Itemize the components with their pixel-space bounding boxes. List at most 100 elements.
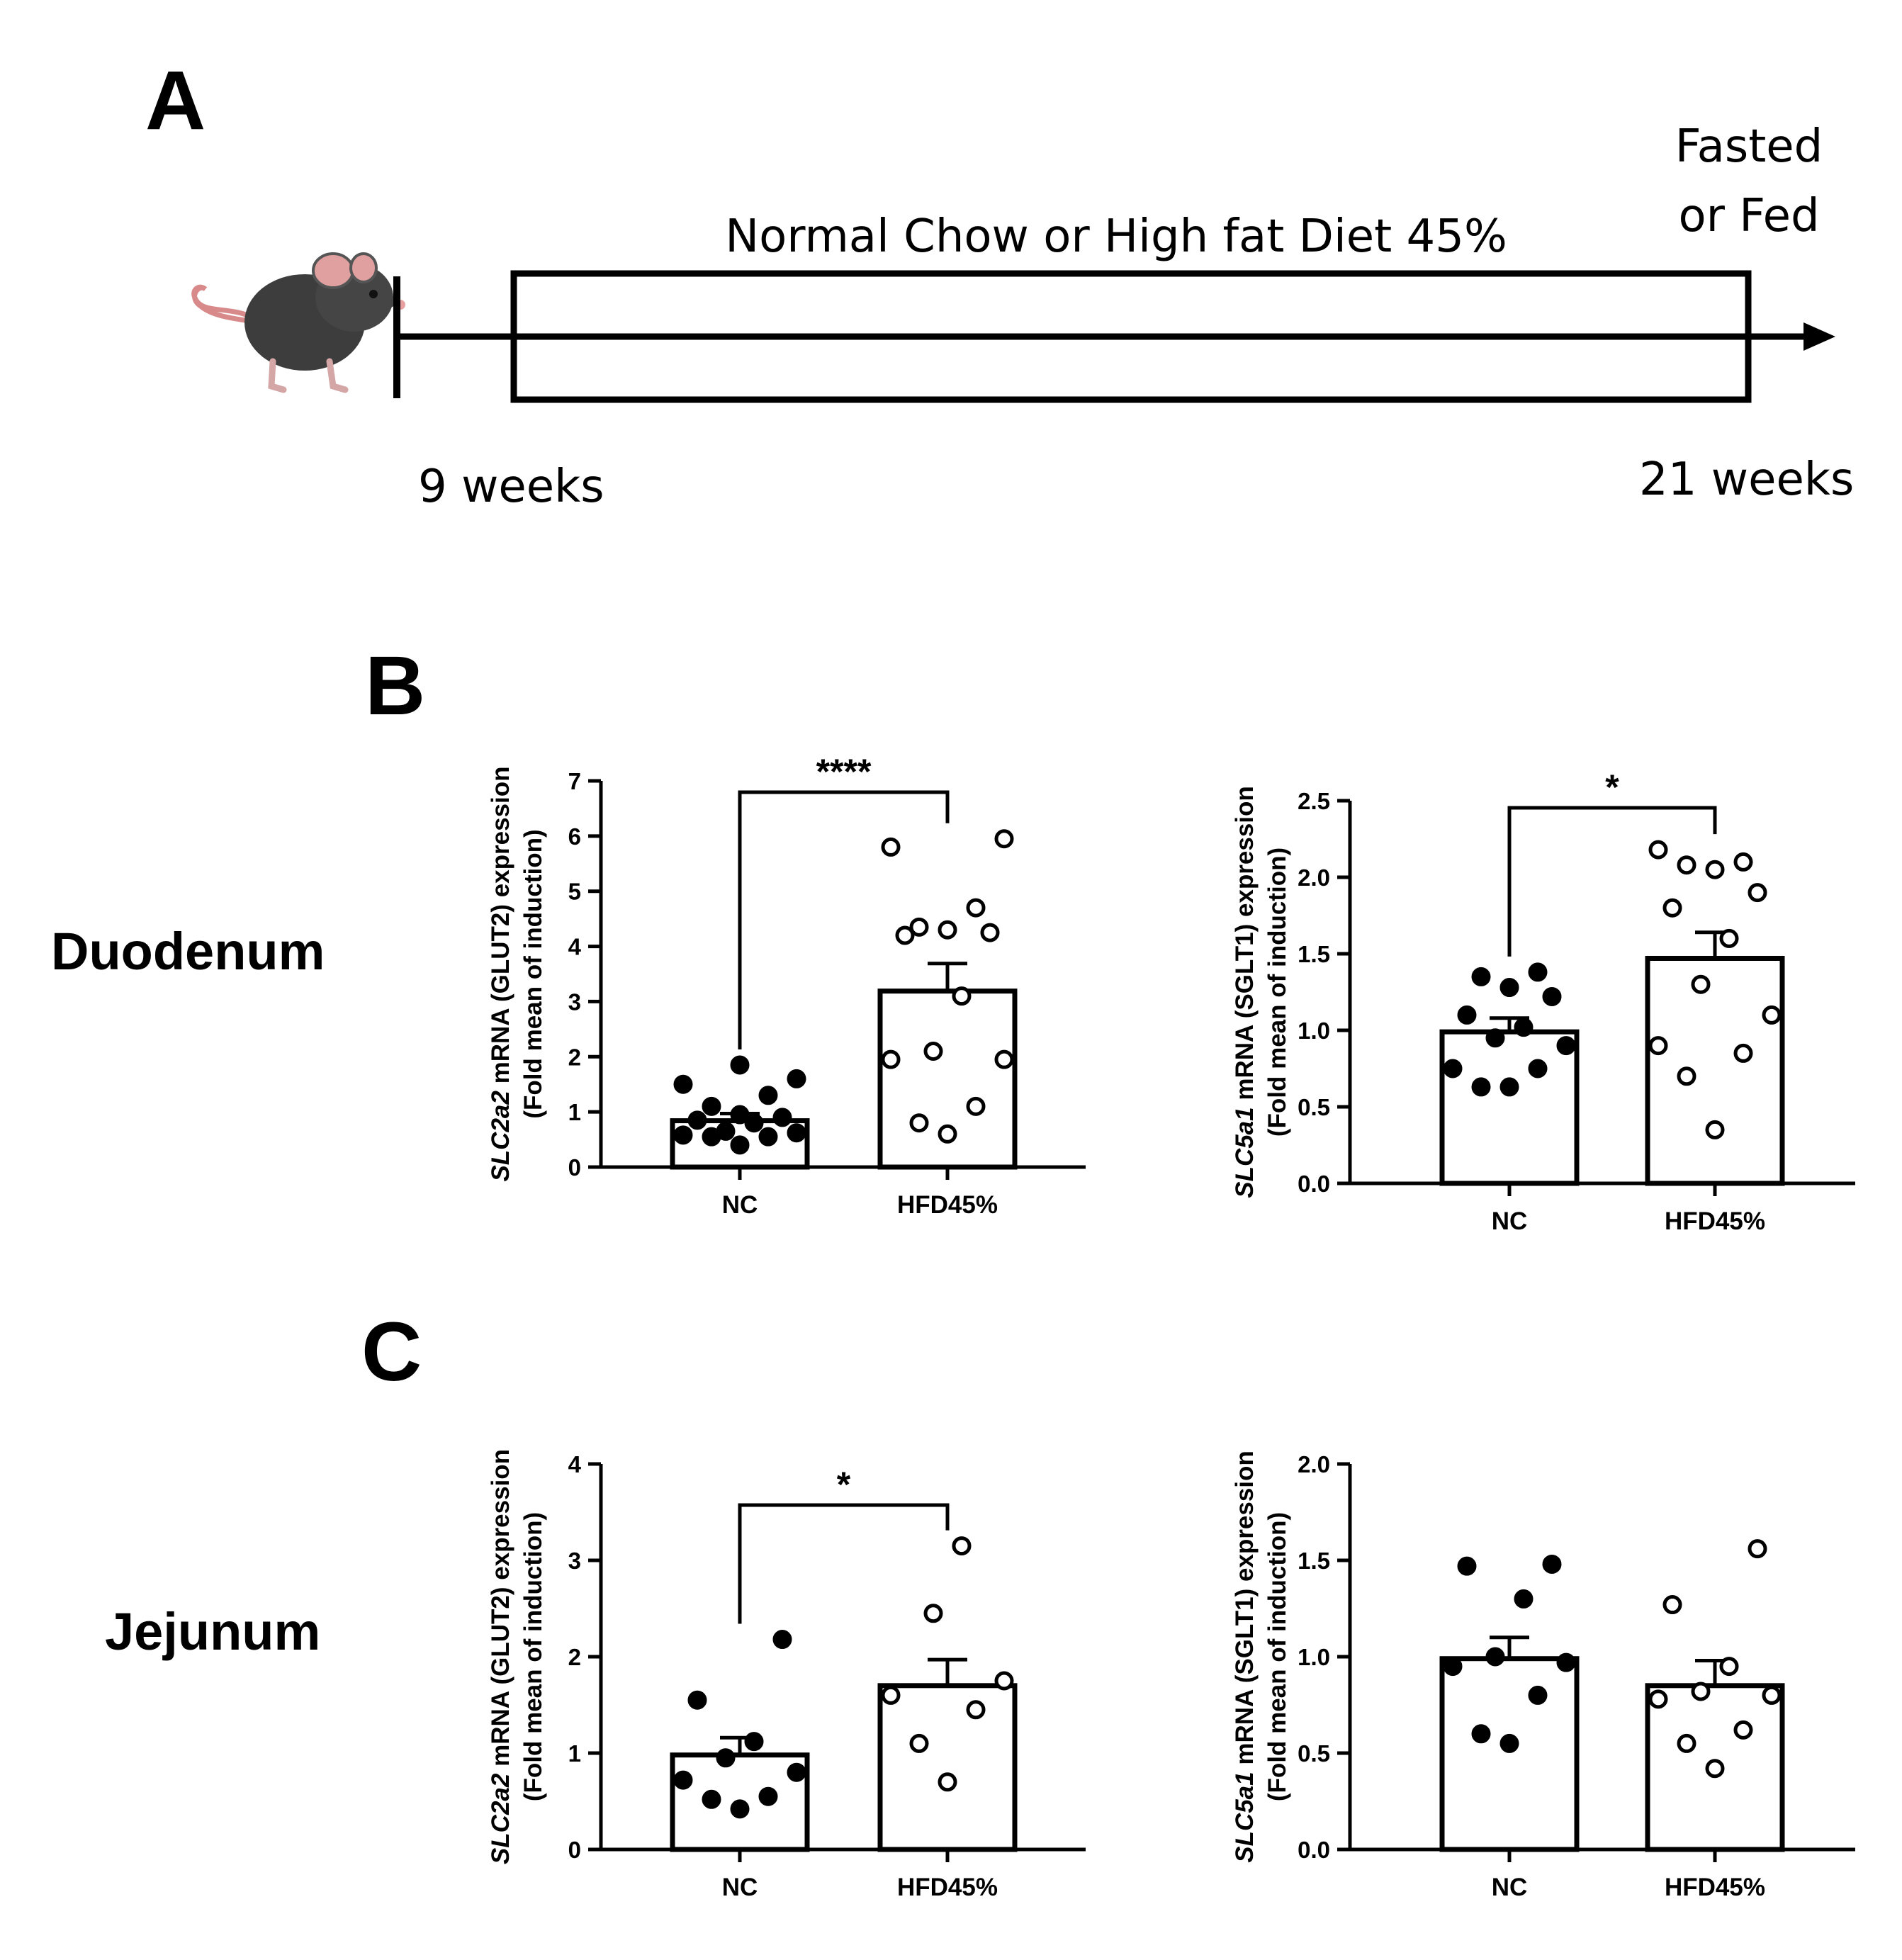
y-tick-label: 2.0 xyxy=(1298,1451,1330,1477)
y-tick-label: 3 xyxy=(568,989,581,1015)
fasted-label-line1: Fasted xyxy=(1675,120,1823,173)
data-point xyxy=(758,1786,778,1806)
y-tick-label: 0 xyxy=(568,1837,581,1863)
data-point xyxy=(1485,1647,1505,1667)
data-point xyxy=(1762,1685,1782,1705)
y-axis-label-line2: (Fold mean of induction) xyxy=(1264,847,1291,1137)
y-tick-label: 1 xyxy=(568,1740,581,1767)
y-tick-label: 1.5 xyxy=(1298,941,1330,967)
bar-nc xyxy=(1439,1029,1580,1186)
bar-hfd45 xyxy=(1645,1683,1785,1852)
data-point xyxy=(1499,978,1519,998)
y-tick-label: 2 xyxy=(568,1044,581,1070)
start-age-label: 9 weeks xyxy=(418,461,604,513)
data-point xyxy=(1485,1028,1505,1048)
data-point xyxy=(1691,1682,1711,1701)
y-tick-label: 0.5 xyxy=(1298,1740,1330,1767)
y-axis-label: SLC2a2 mRNA (GLUT2) expression xyxy=(487,1449,514,1864)
end-age-label: 21 weeks xyxy=(1639,454,1854,506)
data-point xyxy=(716,1121,736,1141)
y-tick-label: 0.0 xyxy=(1298,1171,1330,1197)
y-tick-label: 3 xyxy=(568,1548,581,1574)
data-point xyxy=(1514,1589,1534,1609)
y-tick-label: 4 xyxy=(568,934,582,960)
y-tick-label: 5 xyxy=(568,879,581,905)
panel-a: A Normal Chow or High fat Diet 45% Faste… xyxy=(145,54,1854,513)
x-tick-label: NC xyxy=(722,1874,758,1901)
data-point xyxy=(1705,1120,1725,1139)
data-point xyxy=(1457,1556,1477,1576)
fasted-label-line2: or Fed xyxy=(1678,190,1819,242)
data-point xyxy=(744,1732,764,1752)
data-point xyxy=(1528,1059,1548,1078)
data-point xyxy=(744,1113,764,1133)
y-tick-label: 2 xyxy=(568,1644,581,1670)
data-point xyxy=(673,1125,693,1145)
data-point xyxy=(895,925,915,945)
y-tick-label: 0.0 xyxy=(1298,1837,1330,1863)
data-point xyxy=(687,1690,707,1710)
data-point xyxy=(1748,883,1767,903)
significance-label: **** xyxy=(816,752,872,792)
panel-b-letter: B xyxy=(365,639,425,733)
data-point xyxy=(966,898,986,918)
y-tick-label: 2.0 xyxy=(1298,864,1330,891)
y-axis-label-rest: mRNA (SGLT1) expression xyxy=(1231,1451,1259,1772)
data-point xyxy=(909,1113,929,1133)
significance-label: * xyxy=(1605,767,1619,807)
y-tick-label: 1.5 xyxy=(1298,1548,1330,1574)
y-axis-label-rest: mRNA (GLUT2) expression xyxy=(487,1449,514,1774)
data-point xyxy=(923,1042,943,1061)
x-tick-label: HFD45% xyxy=(897,1191,998,1219)
y-tick-label: 1 xyxy=(568,1099,581,1125)
data-point xyxy=(1528,1685,1548,1705)
y-tick-label: 0 xyxy=(568,1154,581,1181)
y-axis-label-line2: (Fold mean of induction) xyxy=(1264,1512,1291,1801)
data-point xyxy=(938,920,957,940)
significance-bracket xyxy=(1507,806,1717,957)
data-point xyxy=(1733,1043,1753,1063)
data-point xyxy=(1556,1036,1576,1056)
data-point xyxy=(787,1762,806,1782)
data-point xyxy=(881,1049,901,1069)
data-point xyxy=(994,829,1014,849)
data-point xyxy=(787,1123,806,1143)
data-point xyxy=(1662,1595,1682,1615)
data-point xyxy=(702,1789,721,1809)
data-point xyxy=(938,1772,957,1792)
y-axis-label-rest: mRNA (SGLT1) expression xyxy=(1231,786,1259,1107)
data-point xyxy=(1677,1733,1696,1753)
data-point xyxy=(730,1135,750,1155)
significance-bracket xyxy=(738,790,950,1049)
y-axis-label-rest: mRNA (GLUT2) expression xyxy=(487,766,514,1091)
y-tick-label: 1.0 xyxy=(1298,1644,1330,1670)
data-point xyxy=(966,1096,986,1116)
data-point xyxy=(1719,928,1739,948)
y-axis-label: SLC2a2 mRNA (GLUT2) expression xyxy=(487,766,514,1181)
data-point xyxy=(952,1536,972,1556)
data-point xyxy=(966,1700,986,1720)
y-axis-label-line2: (Fold mean of induction) xyxy=(519,829,547,1118)
data-point xyxy=(1542,1554,1562,1574)
data-point xyxy=(1762,1005,1782,1025)
data-point xyxy=(758,1127,778,1147)
data-point xyxy=(1705,860,1725,879)
data-point xyxy=(730,1055,750,1075)
data-point xyxy=(1499,1733,1519,1753)
y-tick-label: 2.5 xyxy=(1298,788,1330,814)
data-point xyxy=(1457,1005,1477,1025)
data-point xyxy=(1677,855,1696,875)
data-point xyxy=(673,1770,693,1790)
y-axis-label: SLC5a1 mRNA (SGLT1) expression xyxy=(1231,1451,1259,1863)
data-point xyxy=(881,837,901,857)
y-tick-label: 1.0 xyxy=(1298,1018,1330,1044)
data-point xyxy=(1528,962,1548,982)
data-point xyxy=(881,1685,901,1705)
y-axis-label: SLC5a1 mRNA (SGLT1) expression xyxy=(1231,786,1259,1198)
x-tick-label: NC xyxy=(722,1191,758,1219)
x-tick-label: HFD45% xyxy=(1665,1874,1765,1901)
data-point xyxy=(1471,1077,1491,1097)
data-point xyxy=(1677,1066,1696,1086)
